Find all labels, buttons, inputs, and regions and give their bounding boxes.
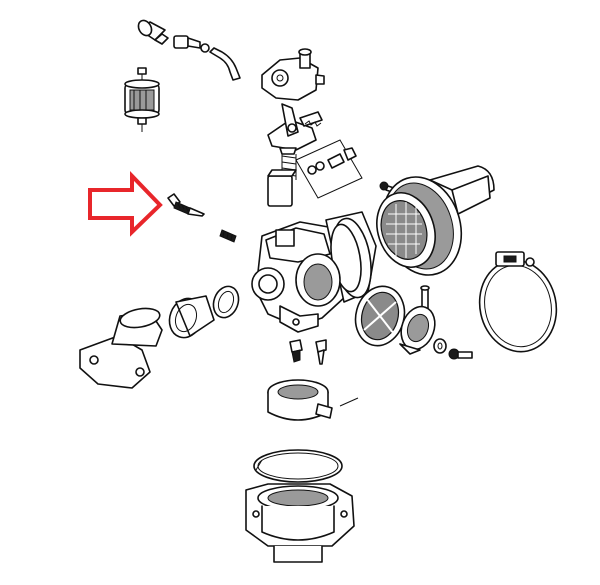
top-cover (261, 48, 325, 101)
highlight-arrow (88, 171, 163, 237)
clamp-screw (448, 348, 473, 360)
jet-parts-box (295, 139, 363, 199)
air-filter (376, 165, 495, 276)
clamp-collar (267, 379, 333, 421)
vent-tube (209, 47, 241, 81)
inlet-elbow (79, 307, 163, 389)
fuel-line-cap (137, 19, 169, 45)
intake-rings (168, 285, 240, 339)
choke-lever (267, 103, 323, 151)
fuel-filter (124, 67, 160, 132)
gasket-ring (253, 449, 343, 483)
idle-mixture-screw (167, 193, 205, 217)
screw-spring (219, 229, 237, 243)
retaining-pin (339, 397, 359, 407)
washer (433, 338, 447, 354)
banjo-bolt (173, 35, 210, 53)
lever-spring (304, 120, 322, 127)
throttle-shaft (399, 285, 436, 355)
bottom-flange (245, 483, 355, 563)
carburetor-body (251, 211, 377, 333)
float-block (267, 169, 297, 207)
main-jet (315, 339, 327, 365)
pilot-jet (289, 339, 303, 363)
hose-clamp (478, 251, 558, 353)
throttle-disc (354, 285, 406, 347)
